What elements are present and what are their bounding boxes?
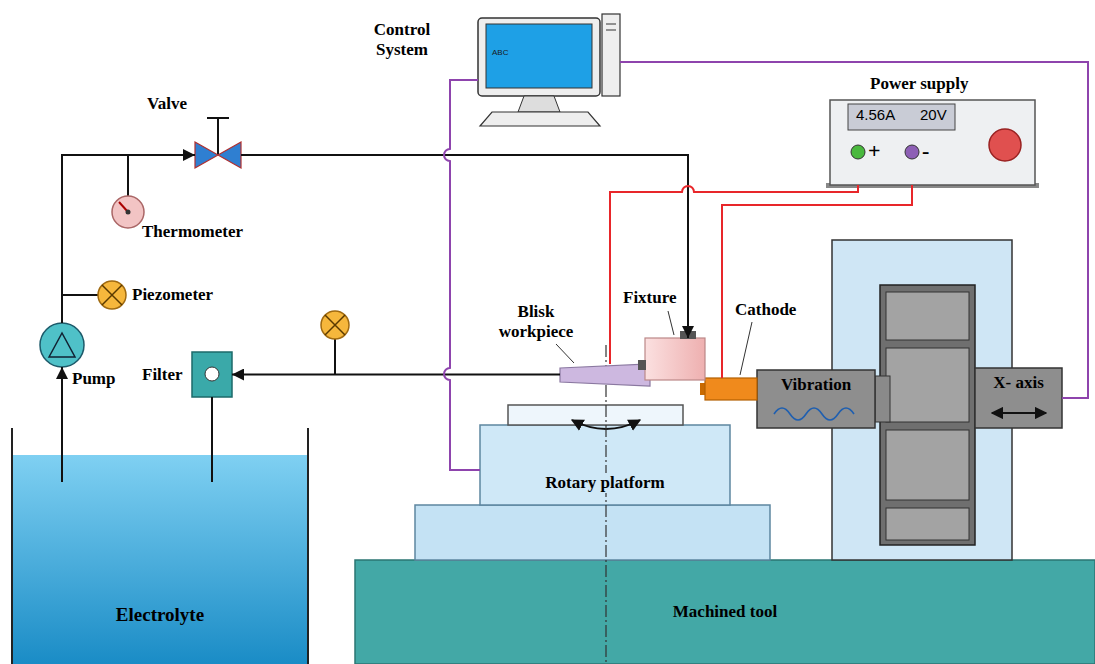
node-label: + [868, 138, 881, 163]
monitor-screen [486, 24, 592, 88]
pressure-gauge: Piezometer [98, 281, 126, 309]
node-label: Blisk workpiece [492, 302, 580, 341]
valve-stem [217, 118, 219, 155]
monitor-stand [518, 96, 560, 112]
node-label: Cathode [735, 300, 796, 320]
electrolyte-tank: Electrolyte [12, 428, 308, 664]
filter: Filter [192, 352, 232, 397]
node-label: Machined tool [673, 602, 777, 622]
power-wire [722, 185, 912, 378]
electrolyte-pipe [232, 374, 560, 376]
node-label: 20V [920, 106, 947, 123]
tank-wall [12, 428, 308, 664]
gauge-stub [334, 339, 336, 375]
vibration-box [757, 370, 875, 428]
power-wire [610, 185, 858, 364]
node-label: Piezometer [132, 285, 213, 305]
suction-pipe [61, 428, 63, 482]
valve-handle [207, 117, 229, 119]
vibration-unit: Vibration [757, 370, 875, 428]
node-label: Pump [72, 369, 115, 389]
node-label: Control System [362, 20, 442, 59]
x-axis-box [975, 368, 1062, 428]
node-label: 4.56A [856, 106, 895, 123]
gauge-stub [62, 294, 98, 296]
valve: Valve [195, 140, 241, 170]
node-label: X- axis [993, 373, 1044, 393]
negative-terminal [905, 145, 919, 159]
control-wire [444, 80, 480, 470]
platform-base [415, 505, 770, 560]
filter [192, 352, 232, 397]
node-label: Fixture [623, 288, 677, 308]
power-supply: Power supply4.56A20V+- [830, 100, 1035, 185]
electrolyte-pipe [61, 367, 63, 428]
return-pipe [211, 428, 213, 482]
node-label: Electrolyte [116, 604, 204, 626]
thermometer-stub [127, 155, 129, 196]
pump-symbol [49, 333, 75, 357]
thermometer-hub [126, 210, 131, 215]
clamp [638, 360, 646, 370]
slide-band [886, 508, 969, 540]
pressure-gauge [98, 281, 126, 309]
pressure-gauge [321, 311, 349, 339]
tower-slots [606, 24, 616, 30]
x-axis-slide: X- axis [975, 368, 1062, 428]
cathode: Cathode [705, 378, 757, 400]
thermometer [112, 196, 144, 228]
leader-line [556, 344, 574, 363]
power-supply [830, 100, 1035, 185]
monitor [478, 18, 600, 96]
valve [195, 142, 241, 168]
control-wire [620, 62, 1088, 398]
fixture: Fixture [645, 338, 705, 380]
leader-line [668, 311, 674, 335]
axis-arrow [992, 412, 1046, 414]
electrolyte-liquid [12, 455, 308, 664]
blisk-workpiece: Blisk workpiece [560, 364, 650, 386]
gauge-cross [325, 315, 345, 335]
slide-band [886, 348, 969, 422]
electrolyte-pipe [211, 397, 213, 428]
pump [40, 323, 84, 367]
blisk-workpiece [560, 364, 650, 386]
machine-base: Machined tool [355, 560, 1095, 664]
power-knob [989, 129, 1021, 161]
cathode-tool [705, 378, 757, 400]
supply-display [848, 104, 955, 130]
slide-band [886, 430, 969, 500]
rotary-platform: Rotary platform [480, 425, 730, 505]
node-label: Rotary platform [542, 473, 667, 493]
electrolyte-pipe [241, 155, 688, 338]
node-label: ABC [492, 48, 508, 57]
node-label: Power supply [870, 74, 968, 94]
gauge-cross [102, 285, 122, 305]
slide-block [880, 285, 975, 545]
node-label: Filter [142, 365, 183, 385]
slide-band [886, 292, 969, 340]
platform-table [508, 405, 683, 425]
keyboard [480, 112, 600, 126]
positive-terminal [851, 145, 865, 159]
sine-wave [774, 408, 854, 420]
fixture [645, 338, 705, 380]
axis-line [605, 345, 606, 664]
node-label: Vibration [781, 375, 851, 395]
filter-element [205, 367, 219, 381]
control-computer: Control SystemABC [478, 14, 620, 126]
flange [875, 376, 890, 422]
platform-body [480, 425, 730, 505]
node-label: Thermometer [142, 222, 243, 242]
thermometer: Thermometer [112, 196, 144, 228]
node-label: Valve [147, 94, 187, 114]
node-label: - [922, 138, 929, 163]
leader-line [740, 322, 752, 375]
pump: Pump [40, 323, 84, 367]
computer-tower [602, 14, 620, 96]
machine-base [355, 560, 1095, 664]
